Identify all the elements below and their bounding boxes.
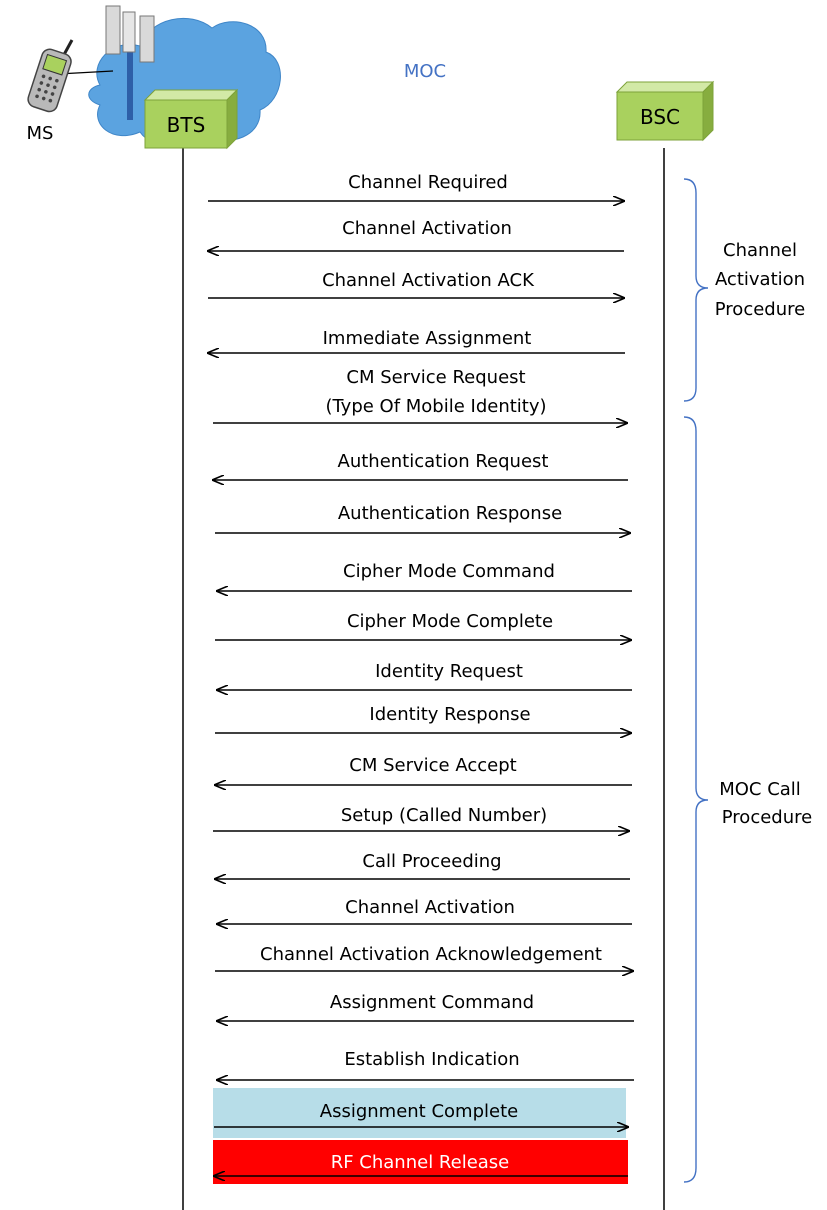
- message-label: Channel Activation ACK: [322, 270, 535, 291]
- message-label: Authentication Request: [338, 451, 549, 472]
- message-label: Call Proceeding: [362, 851, 501, 872]
- bts-node: BTS: [143, 88, 239, 150]
- message-cipher-mode-command: Cipher Mode Command: [217, 561, 632, 591]
- brace-channel-activation: [683, 178, 709, 402]
- message-label: Channel Activation: [345, 897, 515, 918]
- message-label: Identity Response: [369, 704, 530, 725]
- message-label: Assignment Complete: [320, 1101, 518, 1122]
- message-rf-channel-release: RF Channel Release: [214, 1152, 628, 1176]
- message-authentication-request: Authentication Request: [213, 451, 628, 480]
- message-channel-activation-2: Channel Activation: [217, 897, 632, 924]
- message-assignment-complete: Assignment Complete: [214, 1101, 628, 1127]
- procedure-line: MOC Call: [719, 779, 801, 800]
- message-label: Cipher Mode Complete: [347, 611, 553, 632]
- message-cm-service-accept: CM Service Accept: [215, 755, 632, 785]
- message-establish-indication: Establish Indication: [217, 1049, 634, 1080]
- procedure-line: Procedure: [715, 299, 805, 320]
- message-channel-activation-ack: Channel Activation ACK: [208, 270, 624, 298]
- procedure-line: Channel: [723, 240, 797, 261]
- message-label: Setup (Called Number): [341, 805, 547, 826]
- message-label: RF Channel Release: [331, 1152, 510, 1173]
- message-label: Cipher Mode Command: [343, 561, 555, 582]
- message-call-proceeding: Call Proceeding: [215, 851, 630, 879]
- message-authentication-response: Authentication Response: [215, 503, 630, 533]
- message-label: Channel Activation Acknowledgement: [260, 944, 602, 965]
- message-label: Channel Activation: [342, 218, 512, 239]
- message-label: Immediate Assignment: [323, 328, 532, 349]
- message-label: Identity Request: [375, 661, 523, 682]
- message-cipher-mode-complete: Cipher Mode Complete: [215, 611, 631, 640]
- message-label: Assignment Command: [330, 992, 534, 1013]
- message-setup-called-number: Setup (Called Number): [213, 805, 629, 831]
- message-identity-request: Identity Request: [217, 661, 632, 690]
- brace-moc-call: [683, 416, 709, 1183]
- message-label: Authentication Response: [338, 503, 562, 524]
- bts-label: BTS: [167, 113, 206, 137]
- procedure-moc-call-label: MOC Call Procedure: [719, 779, 812, 828]
- message-label: Establish Indication: [344, 1049, 519, 1070]
- message-assignment-command: Assignment Command: [217, 992, 634, 1021]
- bsc-node: BSC: [615, 80, 715, 142]
- procedure-line: Activation: [715, 269, 805, 290]
- message-identity-response: Identity Response: [215, 704, 631, 733]
- message-channel-activation-acknowledgement: Channel Activation Acknowledgement: [215, 944, 633, 971]
- ms-label: MS: [27, 123, 54, 144]
- message-label: CM Service Request: [346, 367, 525, 388]
- highlight-assignment-complete: [213, 1088, 626, 1138]
- message-immediate-assignment: Immediate Assignment: [208, 328, 625, 353]
- message-channel-activation: Channel Activation: [208, 218, 624, 251]
- mobile-phone-icon: [27, 39, 114, 113]
- procedure-line: Procedure: [722, 807, 812, 828]
- antenna-tower-icon: [105, 5, 155, 120]
- message-cm-service-request: CM Service Request (Type Of Mobile Ident…: [213, 367, 627, 423]
- message-channel-required: Channel Required: [208, 172, 624, 201]
- procedure-channel-activation-label: Channel Activation Procedure: [715, 240, 805, 320]
- message-label: CM Service Accept: [349, 755, 516, 776]
- bsc-label: BSC: [640, 105, 680, 129]
- message-label: Channel Required: [348, 172, 508, 193]
- diagram-title: MOC: [404, 61, 446, 82]
- message-label-line2: (Type Of Mobile Identity): [325, 396, 546, 417]
